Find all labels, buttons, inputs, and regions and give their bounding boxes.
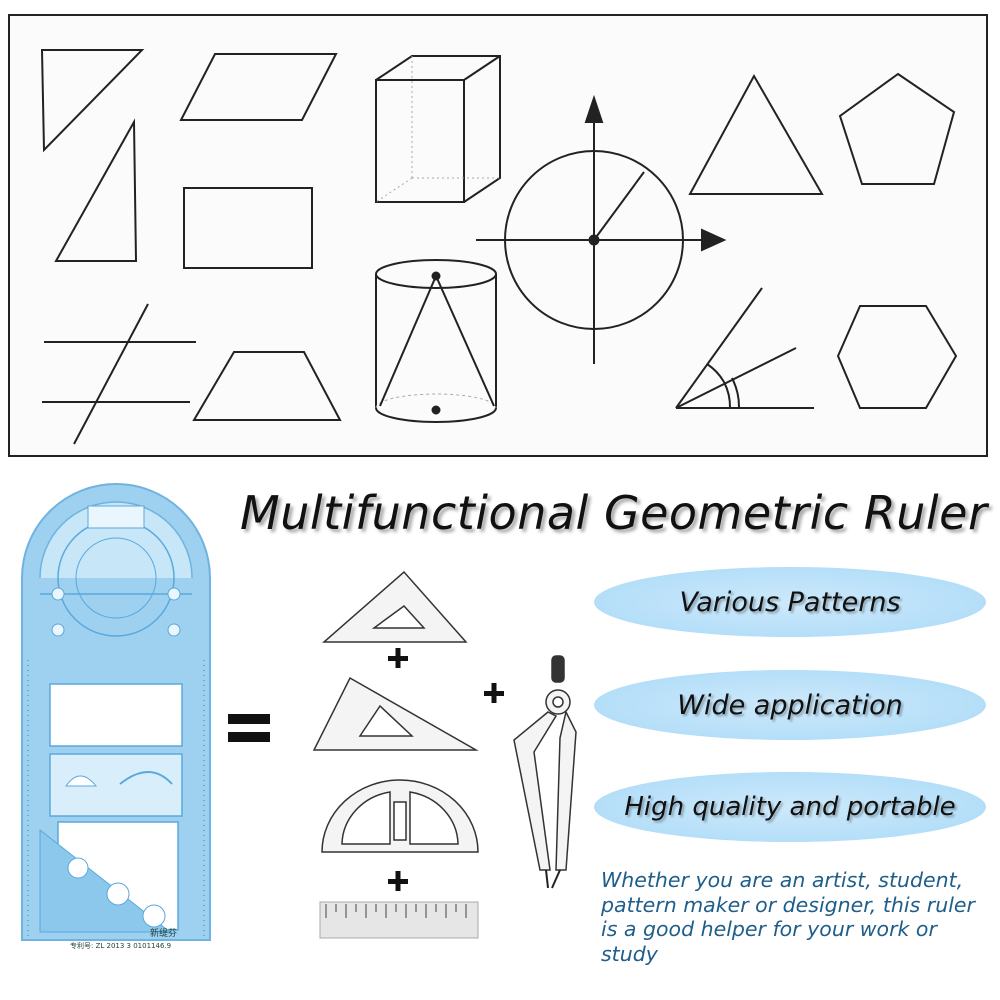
product-illustration: 新缇芬 专利号: ZL 2013 3 0101146.9 (21, 483, 577, 950)
straight-ruler-image (319, 901, 479, 939)
page-title: Multifunctional Geometric Ruler (240, 486, 988, 540)
feature-badge-wide-application: Wide application (594, 670, 986, 740)
plus-icon (388, 871, 408, 891)
ruler-brand-text: 新缇芬 (150, 927, 177, 939)
parallel-lines-shape (42, 303, 196, 445)
feature-badge-high-quality: High quality and portable (594, 772, 986, 842)
set-square-45-image (322, 570, 468, 643)
parallelogram-shape (179, 53, 338, 121)
cube-shape (375, 55, 501, 203)
geometric-ruler-image: 新缇芬 专利号: ZL 2013 3 0101146.9 (21, 483, 211, 950)
right-triangle-shape (40, 49, 145, 153)
rectangle-shape (183, 187, 313, 269)
product-description: Whether you are an artist, student, patt… (601, 868, 975, 966)
angle-shape (675, 287, 814, 409)
equilateral-triangle-shape (688, 73, 824, 195)
feature-badge-various-patterns: Various Patterns (594, 567, 986, 637)
set-square-30-60-image (312, 676, 479, 751)
geometric-shapes-panel (8, 14, 988, 457)
compass-image (513, 655, 577, 889)
trapezoid-shape (192, 351, 342, 421)
plus-icon (388, 648, 408, 668)
circle-axes-shape (476, 94, 727, 364)
acute-triangle-shape (54, 118, 138, 262)
cylinder-cone-shape (375, 259, 497, 423)
plus-icon (484, 683, 504, 703)
equals-icon (228, 714, 270, 742)
protractor-image (321, 779, 479, 853)
hexagon-shape (836, 305, 958, 409)
ruler-patent-text: 专利号: ZL 2013 3 0101146.9 (70, 941, 171, 950)
shapes-illustration (40, 49, 958, 445)
pentagon-shape (838, 72, 956, 185)
